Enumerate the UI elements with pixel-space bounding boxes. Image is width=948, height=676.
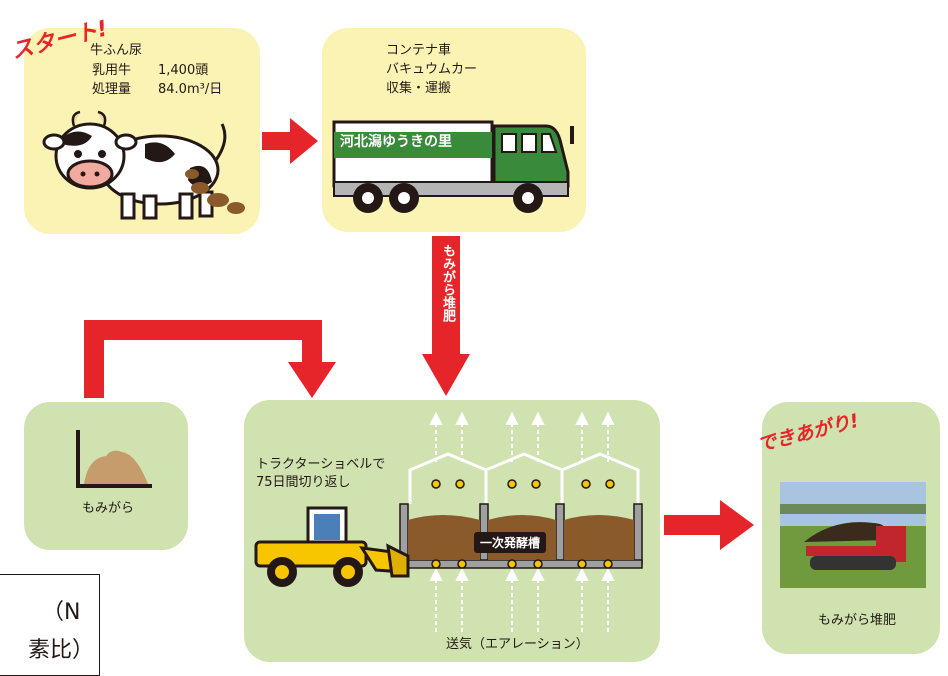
arrow-truck-to-ferment: [422, 236, 470, 396]
tractor-text-1: トラクターショベルで: [256, 457, 386, 472]
partial-note-line-1: （N: [42, 600, 81, 625]
tank-label: 一次発酵槽: [474, 532, 547, 553]
truck-line-1: コンテナ車: [386, 43, 452, 58]
compost-photo: [780, 482, 926, 588]
tractor-text-2: 75日間切り返し: [256, 475, 351, 490]
husk-label: もみがら: [82, 501, 135, 516]
arrow-husk-to-ferment: [84, 320, 336, 398]
cow-title: 牛ふん尿: [90, 43, 143, 58]
arrow-ferment-to-final: [664, 500, 754, 550]
aeration-label: 送気（エアレーション）: [446, 637, 589, 652]
truck-line-2: バキュウムカー: [386, 62, 478, 77]
volume-label: 処理量: [92, 82, 132, 97]
truck-line-3: 収集・運搬: [386, 81, 452, 96]
cow-count-label: 乳用牛: [92, 63, 132, 78]
fermentation-tank-illustration: [399, 411, 643, 632]
cow-illustration: [42, 110, 245, 220]
volume-value: 84.0m³/日: [158, 82, 223, 97]
truck-side-text: 河北潟ゆうきの里: [340, 134, 452, 150]
final-label: もみがら堆肥: [818, 613, 897, 628]
vertical-arrow-label: もみがら堆肥: [440, 244, 455, 322]
arrow-cow-to-truck: [262, 118, 318, 164]
partial-note-line-2: 素比）: [28, 638, 95, 663]
partial-note-box: [0, 574, 100, 676]
truck-illustration: [332, 120, 574, 213]
tractor-shovel-illustration: [254, 506, 410, 587]
cow-count-value: 1,400頭: [158, 63, 209, 78]
husk-pile-illustration: [76, 430, 152, 488]
